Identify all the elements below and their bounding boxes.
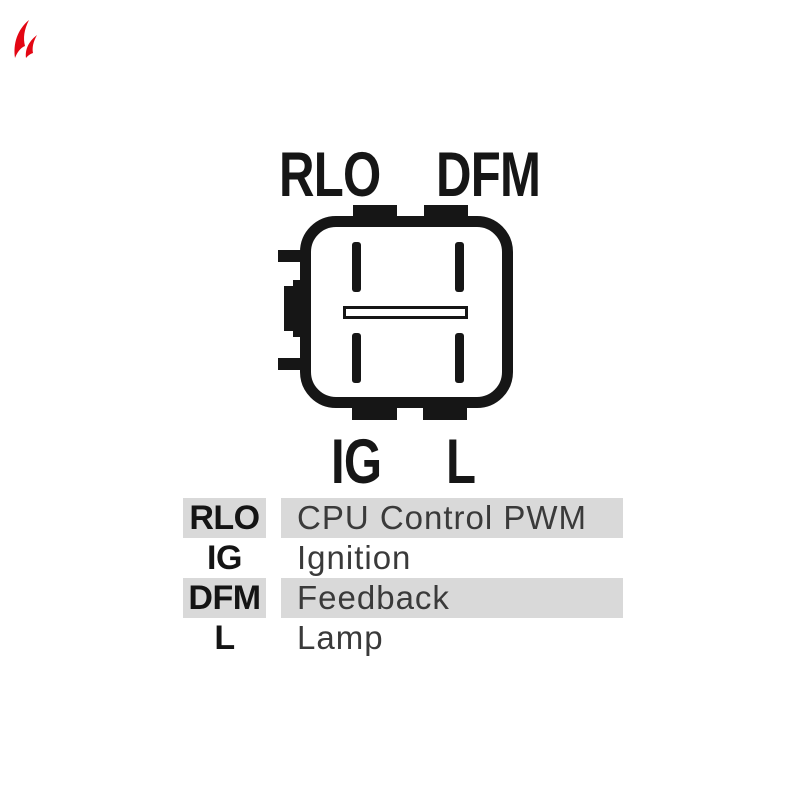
pin-label-rlo: RLO — [279, 140, 381, 210]
brand-logo-icon — [14, 20, 37, 58]
connector-left-lug-upper — [278, 250, 304, 262]
pin-slot-l — [455, 333, 464, 383]
legend-description: CPU Control PWM — [281, 498, 623, 538]
legend-description: Feedback — [281, 578, 623, 618]
legend-cell-gap — [266, 538, 281, 578]
legend-description: Lamp — [297, 619, 384, 656]
pin-label-ig: IG — [331, 427, 382, 497]
pin-label-l: L — [446, 427, 476, 497]
legend-cell-gap — [266, 578, 281, 618]
connector-left-mount-block — [284, 286, 304, 331]
brand-logo-stroke-small — [25, 35, 37, 58]
legend-cell-gap — [266, 498, 281, 538]
legend-pin-label: DFM — [183, 578, 266, 618]
pin-slot-dfm — [455, 242, 464, 292]
connector-left-block-step-top — [293, 280, 304, 288]
pin-label-dfm: DFM — [436, 140, 541, 210]
pin-legend-table: RLO CPU Control PWM IG Ignition DFM Feed… — [183, 498, 623, 658]
connector-key-slot — [343, 306, 468, 319]
pin-slot-rlo — [352, 242, 361, 292]
legend-pin-label: L — [214, 618, 235, 657]
legend-row-l: L Lamp — [183, 618, 623, 658]
legend-cell-gap — [266, 618, 281, 658]
legend-row-rlo: RLO CPU Control PWM — [183, 498, 623, 538]
brand-logo-stroke-main — [14, 20, 29, 58]
connector-left-lug-lower — [278, 358, 304, 370]
connector-left-block-step-bottom — [293, 329, 304, 337]
legend-pin-label: RLO — [183, 498, 266, 538]
legend-row-ig: IG Ignition — [183, 538, 623, 578]
legend-description: Ignition — [297, 539, 412, 576]
legend-pin-label: IG — [207, 538, 242, 577]
legend-row-dfm: DFM Feedback — [183, 578, 623, 618]
pin-slot-ig — [352, 333, 361, 383]
